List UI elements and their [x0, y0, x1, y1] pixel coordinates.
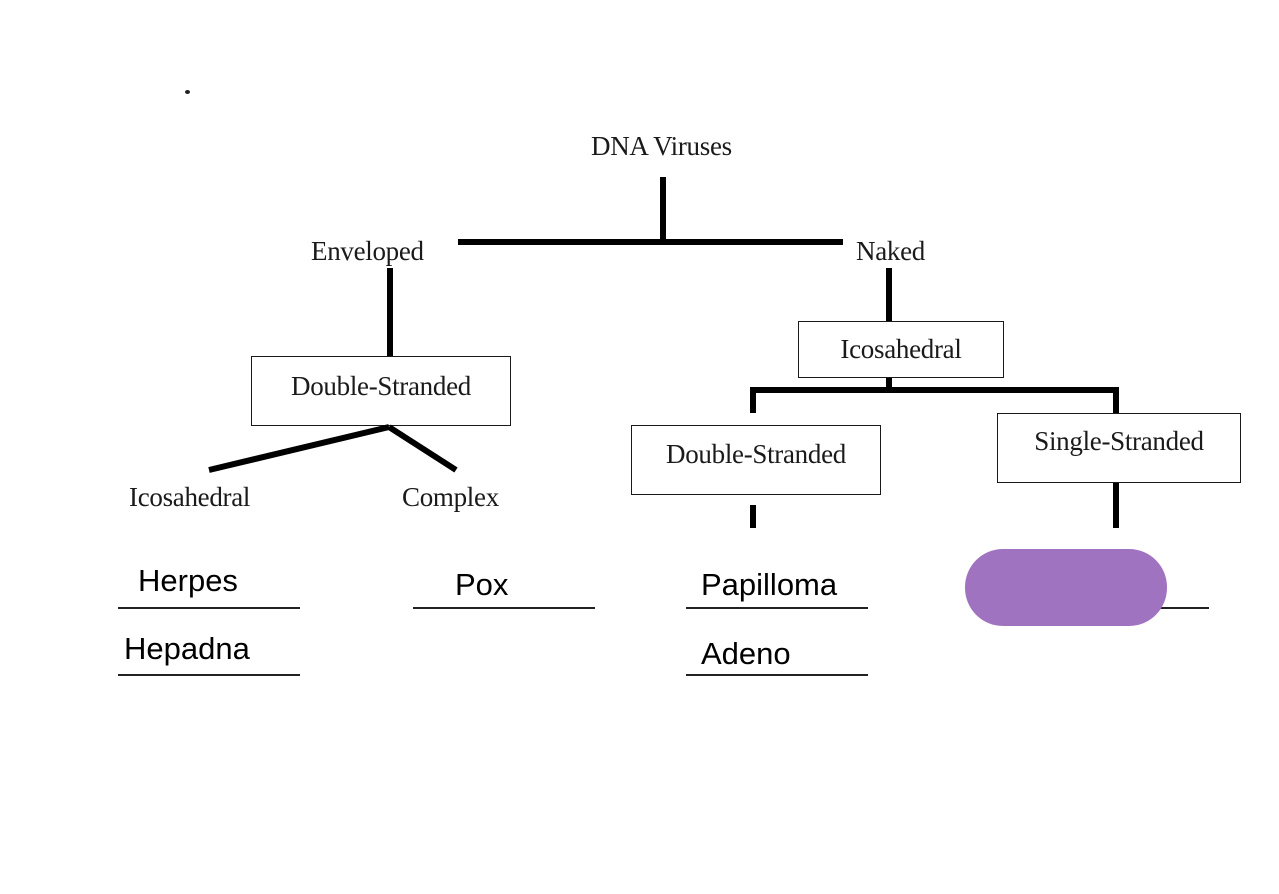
node-naked: Naked [856, 236, 925, 266]
enveloped-stem-line [387, 268, 393, 356]
blank-line-pox [413, 607, 595, 609]
blank-line-herpes [118, 607, 300, 609]
box-naked-icosahedral: Icosahedral [798, 321, 1004, 378]
single-stranded-stub-line [1113, 483, 1119, 528]
box-naked-double-stranded: Double-Stranded [631, 425, 881, 495]
stray-dot [185, 90, 190, 94]
answer-hepadna: Hepadna [124, 631, 250, 666]
label-double-stranded: Double-Stranded [291, 370, 471, 401]
node-enveloped-complex: Complex [402, 482, 499, 512]
answer-adeno: Adeno [701, 636, 791, 671]
node-enveloped: Enveloped [311, 236, 424, 266]
naked-horizontal-line [750, 387, 1119, 393]
redaction-blob [965, 549, 1167, 626]
answer-papilloma: Papilloma [701, 567, 838, 602]
box-naked-single-stranded: Single-Stranded [997, 413, 1241, 483]
level1-horizontal-line [458, 239, 843, 245]
icosahedral-stem-line [886, 378, 892, 390]
right-drop-line [1113, 387, 1119, 414]
answer-pox: Pox [455, 567, 509, 602]
connector-to-icosahedral [208, 424, 390, 473]
left-drop-line [750, 387, 756, 413]
label-naked-single-stranded: Single-Stranded [1034, 425, 1204, 456]
double-stranded-stub-line [750, 505, 756, 528]
connector-to-complex [387, 424, 458, 473]
blank-line-papilloma [686, 607, 868, 609]
box-enveloped-double-stranded: Double-Stranded [251, 356, 511, 426]
blank-line-hepadna [118, 674, 300, 676]
naked-stem-line [886, 268, 892, 322]
answer-herpes: Herpes [138, 563, 238, 598]
root-stem-line [660, 177, 666, 243]
blank-line-adeno [686, 674, 868, 676]
node-enveloped-icosahedral: Icosahedral [129, 482, 251, 512]
label-naked-double-stranded: Double-Stranded [666, 438, 846, 469]
label-icosahedral: Icosahedral [840, 334, 962, 364]
root-node-dna-viruses: DNA Viruses [591, 131, 732, 161]
